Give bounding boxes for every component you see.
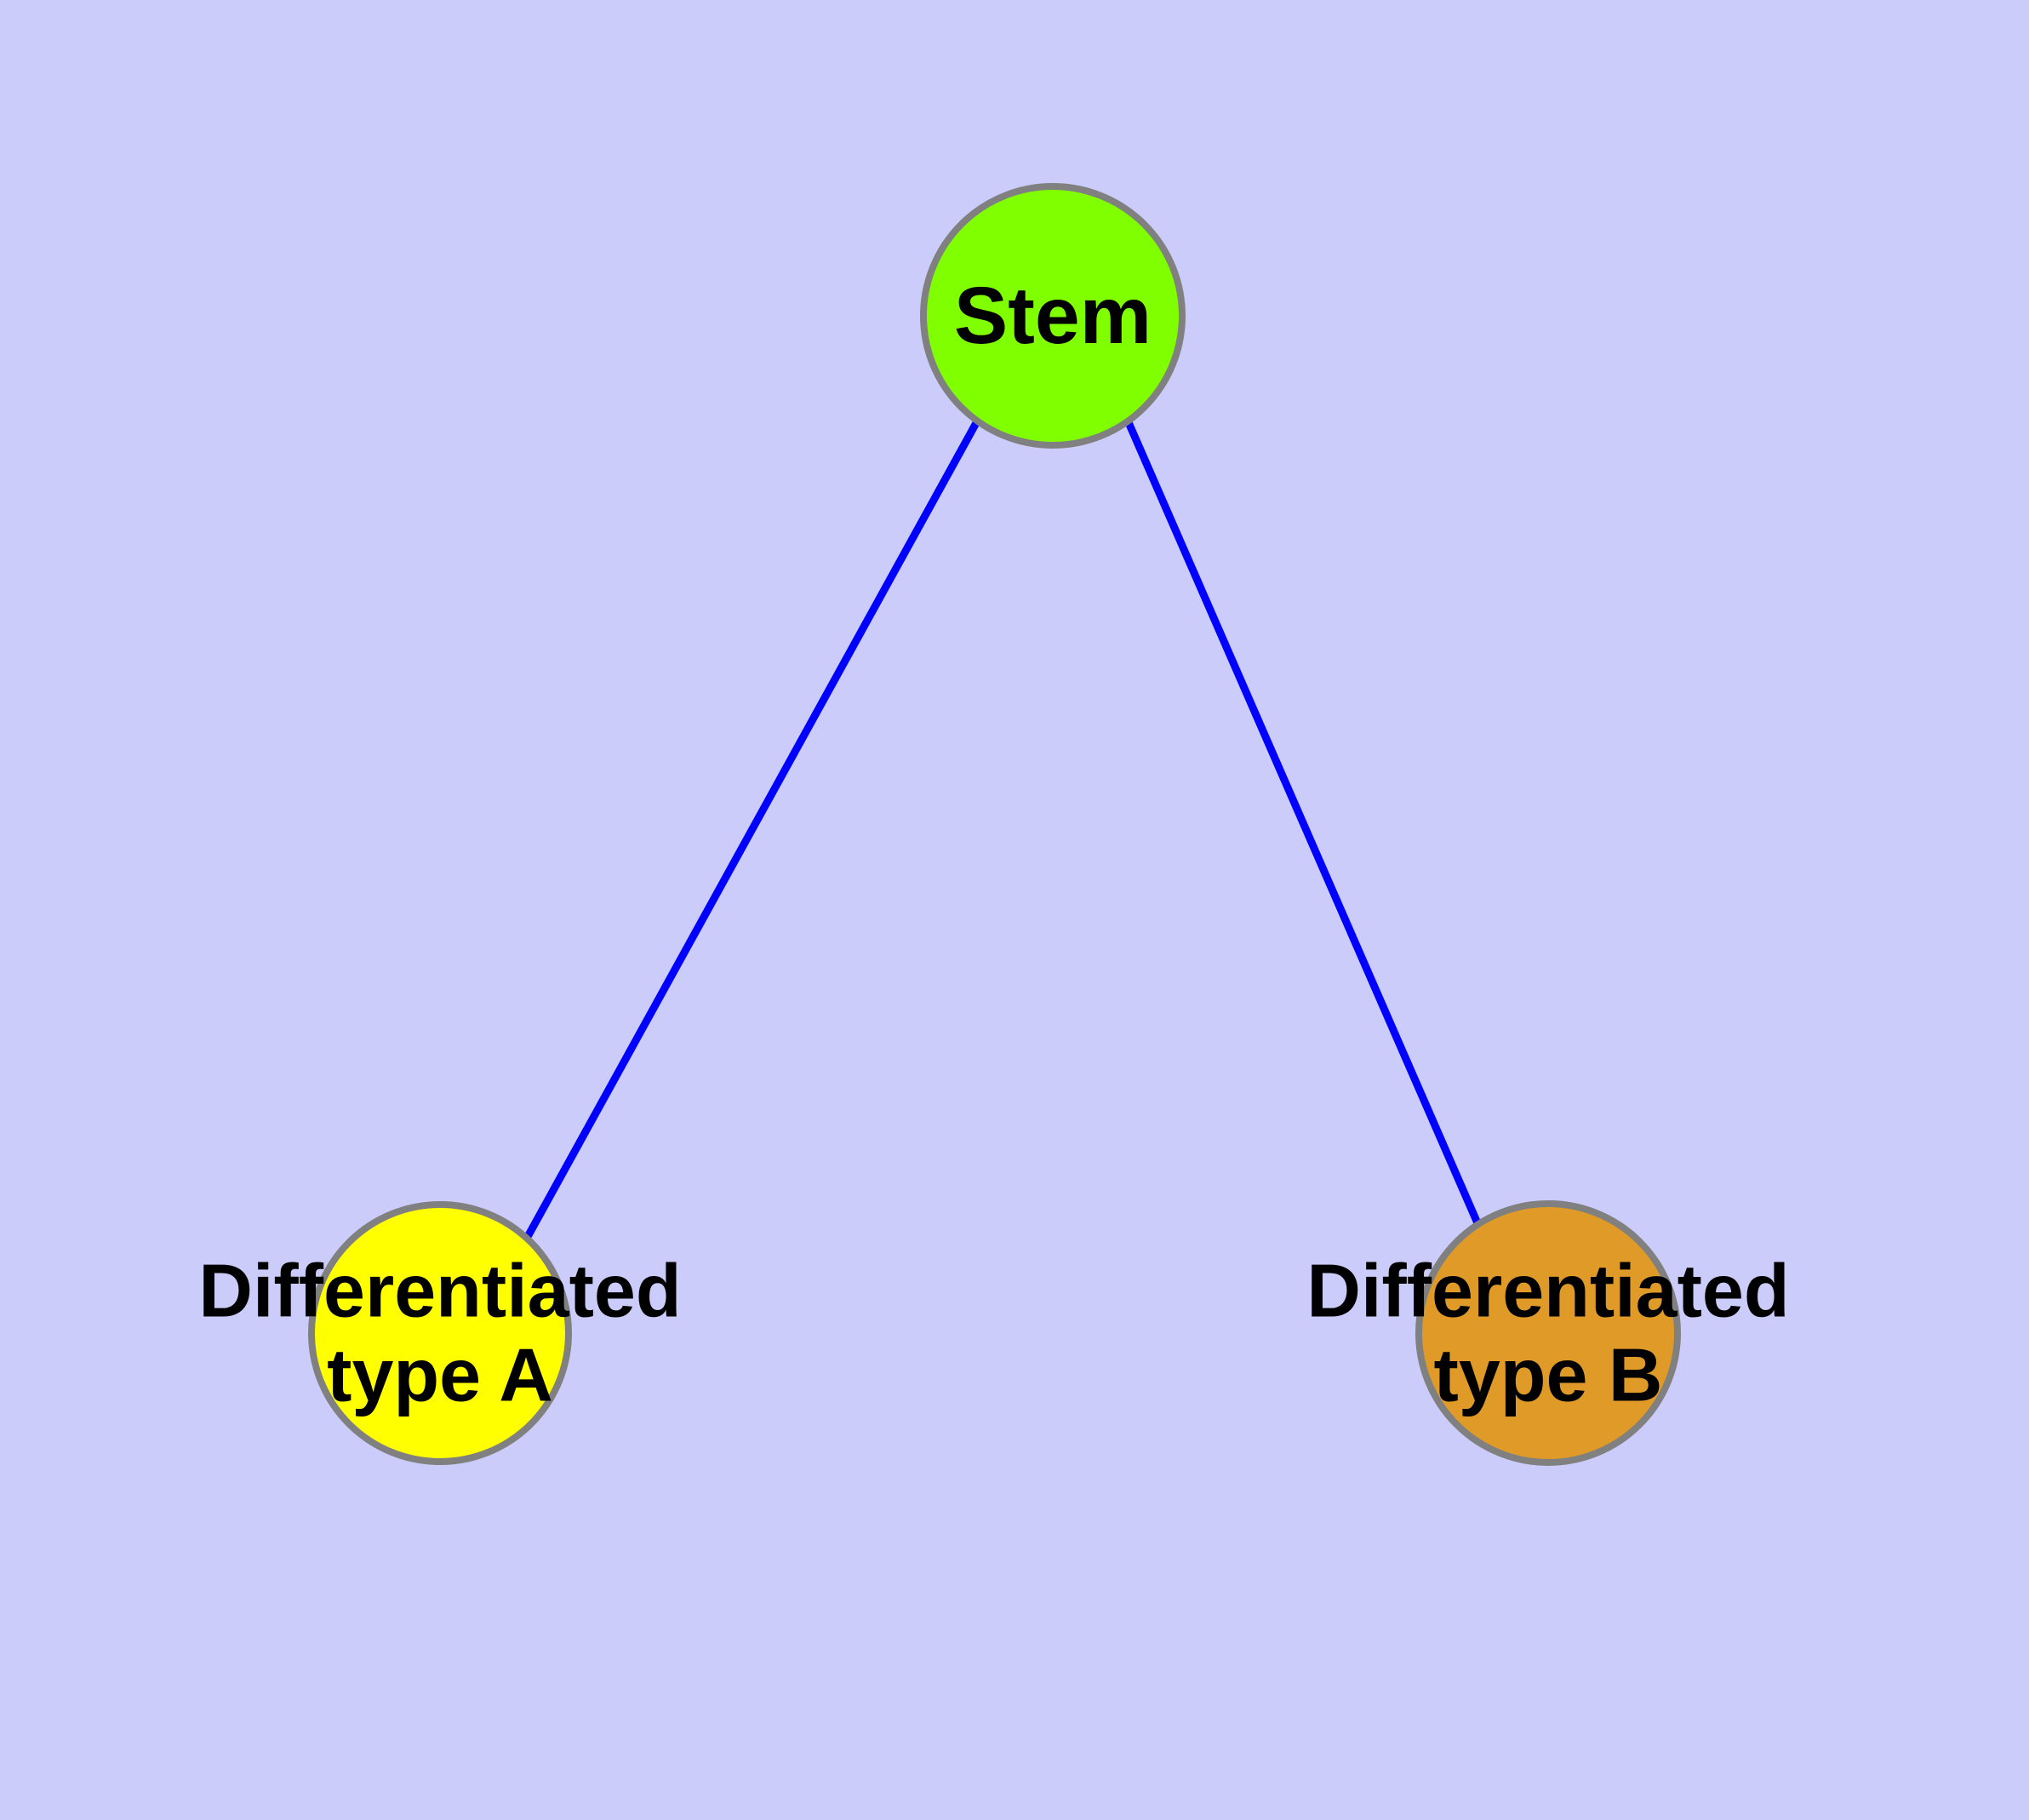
graph-edge-stem-to-diff-a <box>521 419 980 1245</box>
graph-node-diff-b[interactable] <box>1415 1200 1681 1466</box>
graph-node-stem[interactable] <box>920 183 1186 449</box>
edge-layer <box>521 419 1485 1245</box>
node-layer <box>308 183 1681 1466</box>
graph-node-diff-a[interactable] <box>308 1201 572 1465</box>
graph-edge-stem-to-diff-b <box>1123 419 1485 1233</box>
